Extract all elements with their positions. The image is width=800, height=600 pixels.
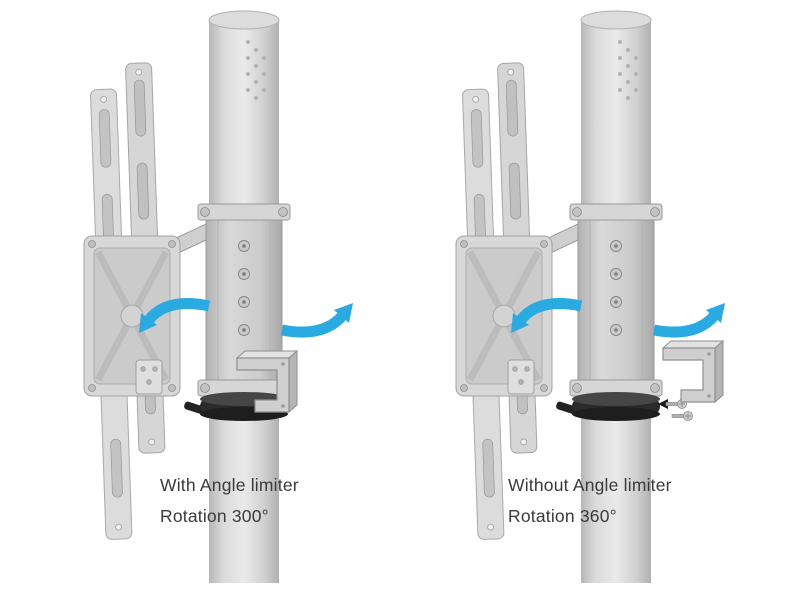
panel-with-limiter: With Angle limiter Rotation 300° [52,0,412,600]
caption-line-2: Rotation 300° [160,506,269,526]
caption-line-2: Rotation 360° [508,506,617,526]
mount-illustration-without-limiter [424,8,784,583]
panel-caption: Without Angle limiter Rotation 360° [508,470,672,532]
panel-without-limiter: Without Angle limiter Rotation 360° [424,0,784,600]
insert-direction-arrow [658,399,668,409]
limiter-screws [665,399,693,421]
caption-line-1: With Angle limiter [160,475,299,495]
panel-caption: With Angle limiter Rotation 300° [160,470,299,532]
caption-line-1: Without Angle limiter [508,475,672,495]
angle-limiter-detached [658,340,724,421]
